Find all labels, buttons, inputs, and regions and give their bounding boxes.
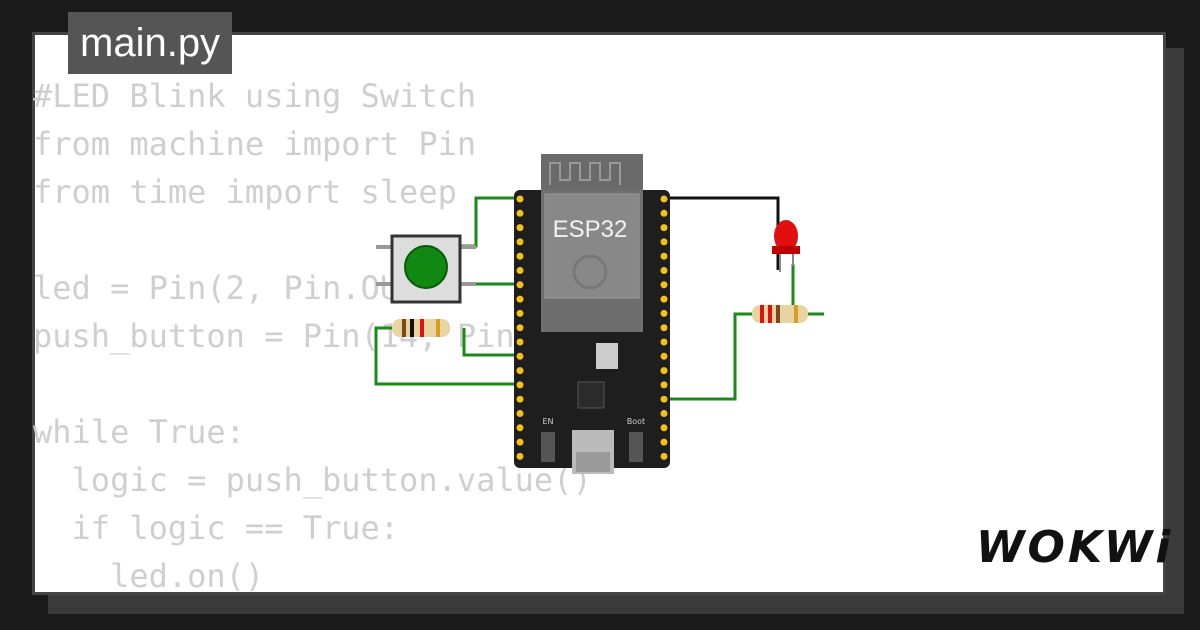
espressif-logo-icon [572, 254, 608, 290]
en-label: EN [542, 417, 553, 426]
header-pin [516, 224, 524, 232]
header-pin [516, 281, 524, 289]
header-pin [660, 381, 668, 389]
header-pin [660, 267, 668, 274]
header-pin [516, 252, 524, 260]
header-pin [516, 452, 524, 460]
header-pin [516, 410, 524, 417]
pushbutton[interactable] [376, 234, 476, 304]
header-pin [516, 424, 524, 432]
header-pin [516, 352, 524, 360]
code-line: led.on() [33, 557, 265, 595]
header-pin [660, 395, 668, 403]
header-pin [660, 424, 668, 432]
header-pin [516, 338, 524, 346]
wokwi-logo: WOKWi [976, 522, 1174, 573]
header-pin [660, 324, 668, 332]
boot-label: Boot [627, 417, 645, 426]
button-cap[interactable] [404, 245, 448, 289]
boot-button[interactable] [629, 432, 643, 462]
header-pin [660, 338, 668, 346]
header-pin [660, 309, 668, 317]
header-pin [660, 367, 668, 375]
header-pin [516, 395, 524, 403]
left-header-pins [516, 195, 524, 460]
header-pin [516, 238, 524, 246]
header-pin [516, 438, 524, 446]
code-line: while True: [33, 413, 245, 451]
header-pin [516, 267, 524, 274]
code-line: from time import sleep [33, 173, 457, 211]
en-button[interactable] [541, 432, 555, 462]
header-pin [516, 295, 524, 303]
red-led [772, 220, 800, 272]
file-tab[interactable]: main.py [68, 12, 233, 74]
header-pin [660, 410, 668, 417]
code-line: #LED Blink using Switch [33, 77, 477, 115]
header-pin [660, 281, 668, 289]
resistor-pulldown [392, 319, 450, 337]
header-pin [516, 209, 524, 217]
esp32-board[interactable]: ESP32 EN Boot [514, 154, 670, 474]
header-pin [660, 295, 668, 303]
code-line: from machine import Pin [33, 125, 477, 163]
right-header-pins [660, 195, 668, 460]
header-pin [660, 209, 668, 217]
header-pin [660, 224, 668, 232]
header-pin [660, 352, 668, 360]
header-pin [660, 195, 668, 203]
resistor-led [752, 305, 808, 323]
chip-label: ESP32 [553, 216, 628, 243]
header-pin [660, 252, 668, 260]
header-pin [516, 324, 524, 332]
header-pin [660, 452, 668, 460]
header-pin [660, 438, 668, 446]
header-pin [516, 195, 524, 203]
header-pin [516, 367, 524, 375]
code-line: if logic == True: [33, 509, 400, 547]
header-pin [516, 309, 524, 317]
header-pin [660, 238, 668, 246]
header-pin [516, 381, 524, 389]
